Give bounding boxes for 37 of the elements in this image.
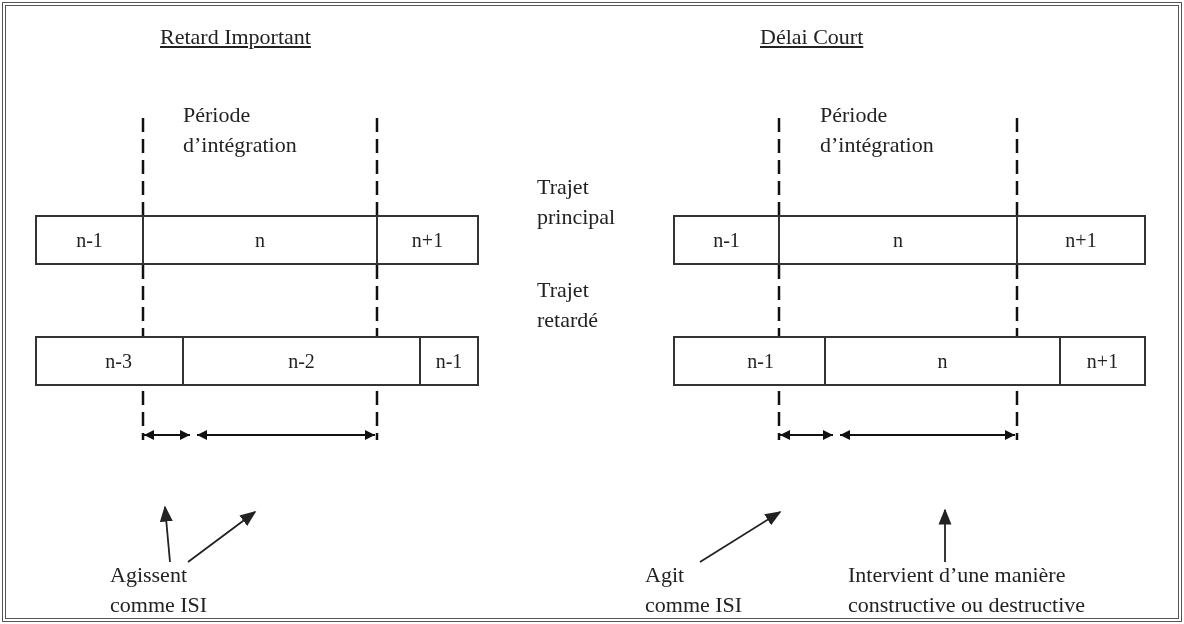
annotation-text: Agissent comme ISI	[110, 560, 250, 620]
segment-label: n	[255, 228, 265, 252]
segment-label: n+1	[1086, 349, 1119, 373]
timeline-cell	[673, 336, 826, 386]
period-label: Période d’intégration	[183, 101, 298, 159]
timeline-cell	[35, 215, 144, 265]
segment-label: n	[893, 228, 903, 252]
leader-arrow	[159, 505, 173, 563]
timeline-cell	[182, 336, 421, 386]
segment-label: n	[937, 349, 948, 373]
segment-label: n-2	[288, 349, 315, 373]
timeline-cell	[376, 215, 479, 265]
timeline-cell	[1059, 336, 1146, 386]
segment-label: n-1	[747, 349, 774, 373]
path-label: Trajet principal	[537, 173, 617, 231]
timeline-cell	[142, 215, 378, 265]
annotation-text: Agit comme ISI	[645, 560, 745, 620]
segment-label: n-1	[435, 349, 463, 373]
leader-arrow	[187, 511, 257, 563]
timeline-cell	[778, 215, 1018, 265]
timeline-cell	[824, 336, 1061, 386]
path-label: Trajet retardé	[537, 276, 600, 334]
segment-label: n-1	[713, 228, 740, 252]
timeline-cell	[1016, 215, 1146, 265]
timeline-cell	[419, 336, 479, 386]
section-title: Retard Important	[160, 23, 312, 51]
leader-arrow	[699, 511, 782, 563]
leader-arrow	[938, 508, 952, 563]
period-label: Période d’intégration	[820, 101, 935, 159]
annotation-text: Intervient d’une manière constructive ou destructive	[848, 560, 1178, 620]
segment-label: n-3	[105, 349, 132, 373]
segment-label: n+1	[1065, 228, 1097, 252]
section-title: Délai Court	[760, 23, 865, 51]
timeline-cell	[35, 336, 184, 386]
segment-label: n-1	[76, 228, 103, 252]
timeline-cell	[673, 215, 780, 265]
segment-label: n+1	[411, 228, 444, 252]
